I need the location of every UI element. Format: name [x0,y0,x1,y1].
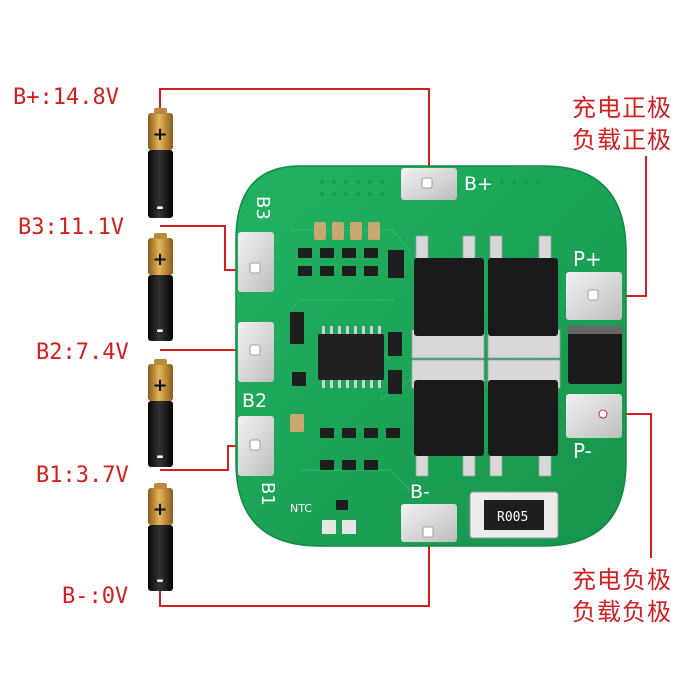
label-b2-voltage: B2:7.4V [36,340,129,365]
battery-body [148,525,173,591]
mosfet-3 [414,380,484,456]
silk-b-plus: B+ [464,173,493,195]
annotation-negative-1: 充电负极 [572,566,672,594]
battery-2-minus: - [156,446,163,467]
silk-b1: B1 [257,482,278,506]
mosfet-1 [414,258,484,336]
label-b-minus-voltage: B-:0V [62,584,129,609]
smd-components [290,222,404,470]
mosfet-2 [488,258,558,336]
battery-3-plus: + [152,249,167,270]
annotation-positive-1: 充电正极 [572,94,672,122]
battery-4-plus: + [152,124,167,145]
battery-body [148,275,173,341]
silk-p-plus: P+ [573,247,602,271]
silk-b3: B3 [252,196,273,220]
battery-1-plus: + [152,499,167,520]
battery-cap [148,238,173,275]
battery-body [148,401,173,467]
silk-shunt: R005 [497,510,528,525]
mosfet-group [411,235,561,477]
bms-pcb: B+ B3 B2 B1 B- P+ P- NTC R005 [235,165,627,547]
battery-4-minus: - [156,197,163,218]
battery-cap [148,364,173,401]
protection-ic [318,326,384,388]
silk-ntc: NTC [290,502,312,515]
battery-stack [148,108,173,591]
pad-b-minus [401,504,457,542]
annotation-negative-2: 负载负极 [572,598,672,626]
pad-b3 [238,232,274,292]
mosfet-4 [488,380,558,456]
battery-3 [148,233,173,341]
silk-p-minus: P- [573,439,592,463]
battery-2 [148,359,173,467]
silk-b-minus: B- [410,481,430,503]
label-b3-voltage: B3:11.1V [18,215,124,240]
battery-cap [148,113,173,150]
battery-3-minus: - [156,320,163,341]
label-b1-voltage: B1:3.7V [36,463,129,488]
wire-b-minus [159,528,430,607]
annotation-positive-2: 负载正极 [572,126,672,154]
battery-cap [148,488,173,525]
battery-body [148,150,173,218]
pad-p-minus [566,394,622,438]
label-b-plus-voltage: B+:14.8V [13,85,119,110]
battery-4 [148,108,173,218]
diode [568,326,622,384]
silk-b2: B2 [242,390,267,412]
battery-2-plus: + [152,375,167,396]
ntc-pads [322,500,356,534]
battery-1-minus: - [156,570,163,591]
battery-1 [148,483,173,591]
wire-b-plus [159,88,430,183]
